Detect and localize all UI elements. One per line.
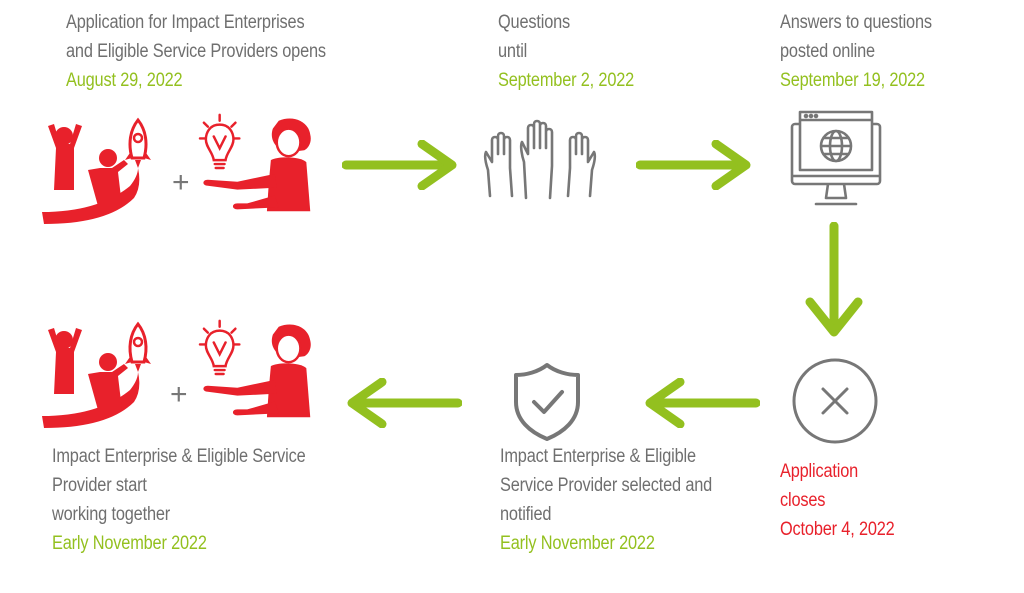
step-closes-line-1: Application <box>780 461 859 482</box>
monitor-globe-icon <box>790 110 882 206</box>
person-lightbulb-icon <box>198 108 326 226</box>
step-selected-text: Impact Enterprise & Eligible Service Pro… <box>500 442 712 558</box>
step-start-date: Early November 2022 <box>52 533 207 554</box>
plus-sign: + <box>170 378 188 411</box>
step-answers-text: Answers to questions posted online Septe… <box>780 8 932 95</box>
step-closes-date: October 4, 2022 <box>780 519 895 540</box>
step-open-line-1: Application for Impact Enterprises <box>66 12 305 33</box>
shield-check-icon <box>514 363 580 441</box>
people-rocket-icon <box>38 112 168 230</box>
step-answers-date: September 19, 2022 <box>780 70 925 91</box>
arrow-right-icon <box>342 140 462 190</box>
step-closes-line-2: closes <box>780 490 826 511</box>
raised-hands-icon <box>483 119 597 200</box>
step-selected-line-1: Impact Enterprise & Eligible <box>500 446 696 467</box>
step-answers-line-2: posted online <box>780 41 875 62</box>
person-lightbulb-icon <box>198 314 326 432</box>
step-open-line-2: and Eligible Service Providers opens <box>66 41 326 62</box>
plus-sign: + <box>172 166 190 199</box>
step-answers-line-1: Answers to questions <box>780 12 932 33</box>
step-open-text: Application for Impact Enterprises and E… <box>66 8 326 95</box>
close-circle-icon <box>792 358 878 444</box>
step-selected-line-3: notified <box>500 504 552 525</box>
step-questions-line-2: until <box>498 41 528 62</box>
step-start-text: Impact Enterprise & Eligible Service Pro… <box>52 442 306 558</box>
step-questions-date: September 2, 2022 <box>498 70 635 91</box>
step-selected-date: Early November 2022 <box>500 533 655 554</box>
step-start-line-1: Impact Enterprise & Eligible Service <box>52 446 306 467</box>
arrow-right-icon <box>636 140 756 190</box>
step-questions-line-1: Questions <box>498 12 571 33</box>
arrow-left-icon <box>342 378 462 428</box>
step-questions-text: Questions until September 2, 2022 <box>498 8 634 95</box>
arrow-down-icon <box>805 222 863 337</box>
step-start-line-2: Provider start <box>52 475 147 496</box>
people-rocket-icon <box>38 316 168 434</box>
arrow-left-icon <box>640 378 760 428</box>
step-open-date: August 29, 2022 <box>66 70 183 91</box>
step-closes-text: Application closes October 4, 2022 <box>780 457 895 544</box>
step-start-line-3: working together <box>52 504 171 525</box>
step-selected-line-2: Service Provider selected and <box>500 475 713 496</box>
